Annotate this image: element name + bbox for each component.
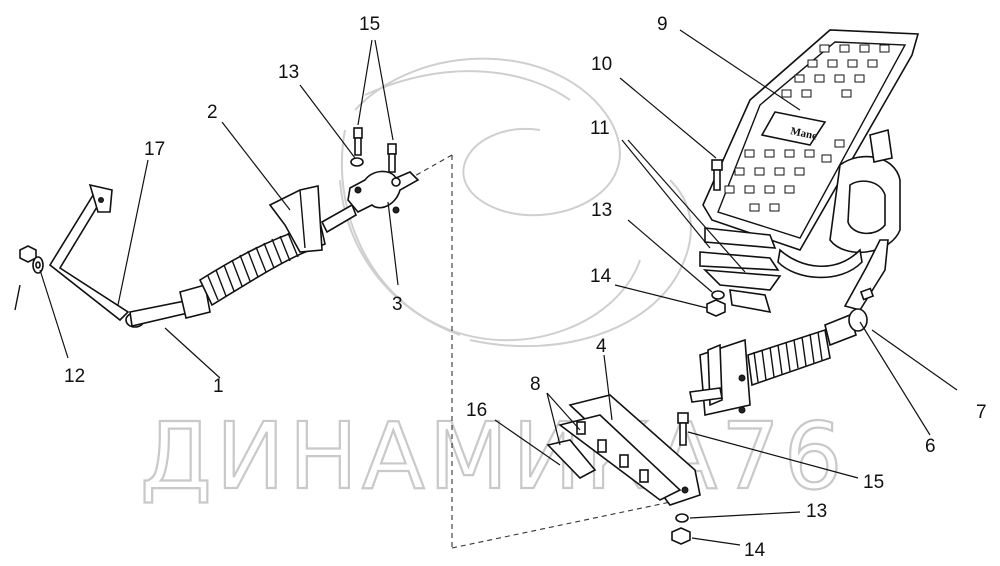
label-3: 3 xyxy=(392,294,403,315)
bracket-2 xyxy=(268,185,323,253)
label-12: 12 xyxy=(64,366,85,387)
label-4: 4 xyxy=(596,336,607,357)
pedal-pad-9: Mane xyxy=(702,29,920,251)
bracket-4 xyxy=(546,394,701,506)
bolt-15-top-right xyxy=(387,143,397,173)
part-labels: 1 2 3 4 6 7 8 9 10 11 12 13 13 13 14 14 … xyxy=(64,14,987,561)
label-16: 16 xyxy=(466,400,487,421)
nut-14-bottom xyxy=(671,527,691,545)
pedal-assembly: Mane xyxy=(699,29,920,314)
pedal-hinge-body xyxy=(829,128,901,311)
bolt-15-top-left xyxy=(353,127,363,156)
bolt-15-bottom xyxy=(677,412,689,446)
adjust-nut-7 xyxy=(848,308,868,332)
pedal-badge-text: Mane xyxy=(789,125,818,142)
washer-13-mid xyxy=(711,290,725,300)
pedal-badge-plate xyxy=(760,111,827,146)
label-10: 10 xyxy=(591,54,612,75)
label-6: 6 xyxy=(925,436,936,457)
label-11: 11 xyxy=(590,118,610,139)
label-15-bottom: 15 xyxy=(863,472,884,493)
nut-14-mid xyxy=(706,299,726,317)
label-1: 1 xyxy=(213,376,224,397)
label-15-top: 15 xyxy=(359,14,380,35)
label-7: 7 xyxy=(976,402,987,423)
clamp-3 xyxy=(347,170,420,214)
washer-13-bottom xyxy=(675,513,689,523)
rod-with-bellows-1 xyxy=(129,203,357,327)
lever-17 xyxy=(48,183,145,328)
label-9: 9 xyxy=(657,14,668,35)
label-13-top: 13 xyxy=(278,62,299,83)
nut-washer-12 xyxy=(14,245,44,311)
label-2: 2 xyxy=(207,102,218,123)
label-17: 17 xyxy=(144,139,165,160)
leader-lines xyxy=(39,29,958,546)
label-13-mid: 13 xyxy=(591,200,612,221)
spring-assembly-6 xyxy=(689,308,868,416)
label-14-mid: 14 xyxy=(590,266,612,287)
bolt-10 xyxy=(711,159,723,191)
label-14-bottom: 14 xyxy=(744,540,766,561)
watermark-text: ДИНАМИКА76 xyxy=(140,403,846,510)
label-13-bottom: 13 xyxy=(806,501,827,522)
washer-13-top xyxy=(350,157,364,167)
watermark-logo xyxy=(339,57,692,348)
label-8: 8 xyxy=(530,374,541,395)
slots-8 xyxy=(576,421,649,483)
pedal-lower-plates-11 xyxy=(699,227,863,314)
spring-6 xyxy=(747,328,831,387)
